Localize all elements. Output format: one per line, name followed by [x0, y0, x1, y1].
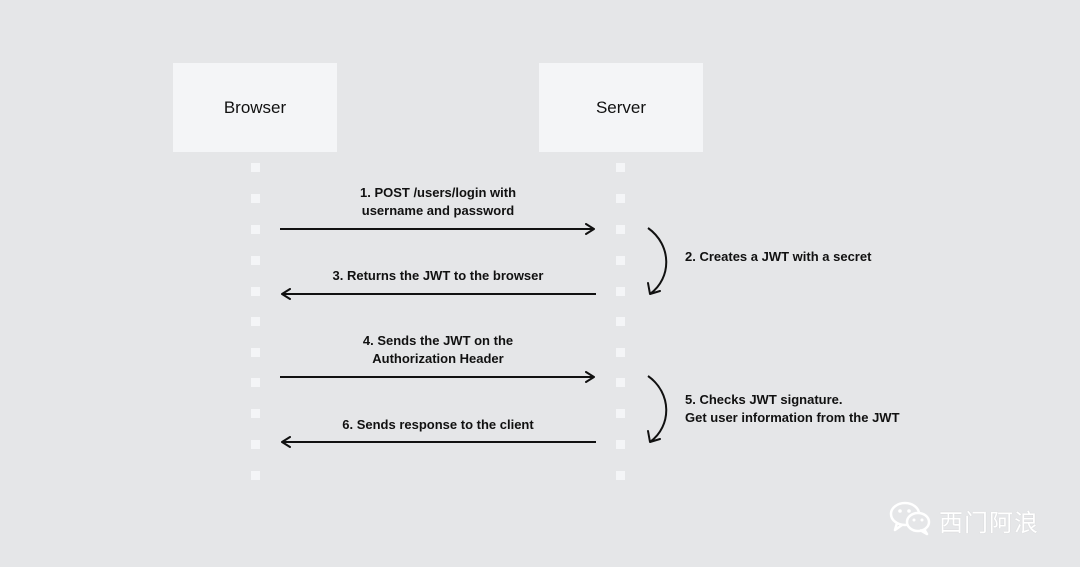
server-lifeline [616, 163, 625, 480]
self-arrow-m5 [647, 375, 668, 443]
message-5-label: 5. Checks JWT signature. Get user inform… [685, 391, 900, 427]
watermark-text: 西门阿浪 [939, 509, 1039, 537]
message-1-line-1: 1. POST /users/login with [359, 185, 517, 200]
message-4-line-1: 4. Sends the JWT on the [362, 333, 514, 348]
browser-actor-label: Browser [223, 97, 287, 117]
message-1-label: 1. POST /users/login with username and p… [330, 184, 546, 220]
server-actor-box: Server [539, 63, 703, 152]
self-arrow-m2 [647, 227, 668, 295]
browser-actor-box: Browser [173, 63, 337, 152]
browser-lifeline [251, 163, 260, 480]
message-3-label: 3. Returns the JWT to the browser [332, 268, 544, 283]
message-4-line-2: Authorization Header [372, 351, 504, 366]
server-actor-label: Server [595, 97, 647, 117]
message-1-line-2: username and password [361, 203, 515, 218]
message-2-label: 2. Creates a JWT with a secret [685, 249, 872, 264]
message-6-label: 6. Sends response to the client [342, 417, 534, 432]
wechat-icon [889, 500, 933, 541]
message-5-line-2: Get user information from the JWT [685, 410, 900, 425]
watermark: 西门阿浪 [889, 500, 1039, 541]
message-5-line-1: 5. Checks JWT signature. [685, 392, 843, 407]
message-4-label: 4. Sends the JWT on the Authorization He… [330, 332, 546, 368]
